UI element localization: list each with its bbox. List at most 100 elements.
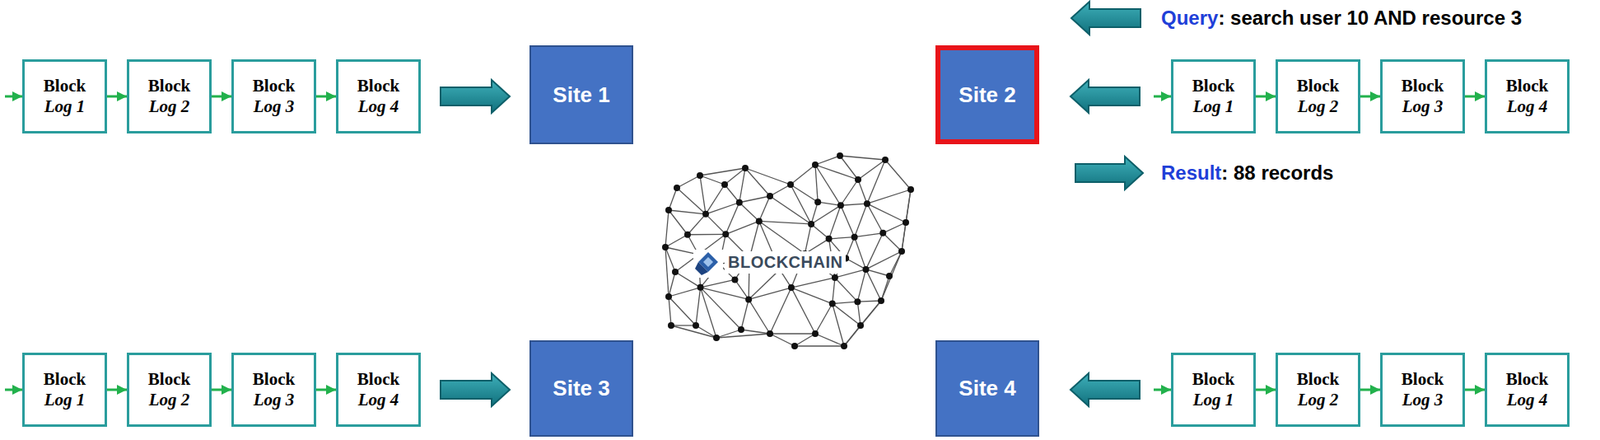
- node-title: Block: [43, 368, 86, 390]
- log-label: Log 2: [149, 96, 191, 117]
- chain-link-arrow: [107, 388, 127, 392]
- network-link: [791, 287, 816, 334]
- network-link: [668, 187, 677, 210]
- network-link: [700, 287, 742, 330]
- network-link: [734, 279, 749, 299]
- network-link: [745, 167, 791, 185]
- network-link: [804, 223, 812, 254]
- node-title: Block: [1401, 368, 1444, 390]
- network-link: [854, 237, 867, 270]
- network-link: [839, 155, 859, 180]
- network-link: [901, 189, 911, 252]
- network-link: [811, 201, 818, 224]
- block-box: BlockLog 2: [1275, 59, 1361, 134]
- chain-link-arrow: [1464, 95, 1485, 98]
- network-peer: [863, 200, 871, 207]
- chain-input-arrow: [4, 95, 23, 98]
- network-link: [867, 203, 906, 223]
- network-link: [832, 303, 861, 326]
- network-link: [695, 325, 717, 338]
- log-label: Log 4: [1506, 96, 1549, 117]
- chain-link-arrow: [211, 95, 232, 98]
- log-label: Log 4: [358, 389, 400, 411]
- network-link: [769, 184, 791, 196]
- log-label: Log 1: [44, 96, 86, 117]
- log-label: Log 4: [1506, 389, 1549, 411]
- network-peer: [854, 176, 862, 183]
- network-name: BLOCKCHAIN: [727, 252, 843, 271]
- data-flow-arrow: [1070, 79, 1140, 113]
- network-link: [668, 287, 701, 297]
- message-text: : 88 records: [1221, 161, 1334, 184]
- site-box: Site 3: [529, 340, 634, 437]
- network-peer: [665, 293, 672, 300]
- network-peer: [853, 298, 861, 305]
- network-link: [817, 201, 841, 206]
- network-link: [815, 164, 818, 202]
- chain-input-arrow: [1153, 95, 1171, 98]
- node-title: Site 1: [552, 82, 610, 108]
- network-link: [724, 184, 740, 203]
- query-text: Query: search user 10 AND resource 3: [1161, 6, 1522, 30]
- network-link: [829, 205, 841, 239]
- log-label: Log 3: [1402, 389, 1444, 411]
- block-box: BlockLog 4: [335, 352, 421, 427]
- network-link: [665, 247, 676, 272]
- network-link: [882, 233, 902, 252]
- network-peer: [692, 321, 700, 329]
- network-peer: [741, 164, 749, 172]
- node-title: Block: [1506, 368, 1549, 390]
- network-link: [881, 251, 902, 301]
- network-link: [844, 300, 882, 346]
- network-link: [867, 159, 886, 204]
- network-link: [834, 277, 858, 302]
- network-link: [739, 202, 760, 222]
- node-title: Block: [1192, 368, 1235, 390]
- data-flow-arrow: [440, 79, 510, 113]
- network-link: [748, 287, 792, 299]
- network-link: [668, 271, 676, 297]
- network-peer: [898, 247, 905, 255]
- block-box: BlockLog 1: [22, 352, 108, 427]
- query-arrow: [1071, 1, 1141, 35]
- node-title: Block: [252, 75, 295, 97]
- site-box: Site 2: [935, 45, 1040, 145]
- chain-link-arrow: [1360, 388, 1381, 392]
- chain-link-arrow: [211, 388, 232, 392]
- node-title: Block: [1401, 75, 1444, 97]
- log-label: Log 2: [149, 389, 191, 411]
- network-link: [866, 251, 902, 270]
- chain-link-arrow: [1255, 388, 1276, 392]
- network-link: [759, 220, 812, 224]
- blockchain-logo: [693, 249, 724, 278]
- log-label: Log 3: [1402, 96, 1444, 117]
- block-box: BlockLog 4: [335, 59, 421, 134]
- network-link: [832, 303, 845, 346]
- logo-diamond: [703, 256, 714, 267]
- block-box: BlockLog 3: [1380, 59, 1465, 134]
- network-peer: [713, 334, 720, 341]
- node-title: Block: [357, 75, 400, 97]
- network-peer: [665, 206, 672, 214]
- network-link: [769, 332, 816, 334]
- network-link: [815, 333, 845, 346]
- network-link: [759, 195, 770, 221]
- network-link: [665, 209, 669, 248]
- network-peer: [696, 172, 704, 179]
- log-label: Log 1: [44, 389, 86, 411]
- data-flow-arrow: [1070, 373, 1140, 406]
- network-link: [676, 187, 706, 215]
- data-flow-arrow: [440, 373, 510, 406]
- network-link: [840, 179, 859, 206]
- network-link: [889, 251, 902, 276]
- network-link: [739, 195, 770, 203]
- chain-link-arrow: [316, 95, 336, 98]
- network-peer: [811, 330, 819, 337]
- network-link: [699, 167, 746, 176]
- network-link: [840, 203, 868, 206]
- network-link: [829, 237, 855, 239]
- node-title: Site 3: [552, 375, 610, 402]
- network-peer: [787, 181, 794, 188]
- network-peer: [722, 230, 729, 238]
- network-link: [705, 202, 740, 215]
